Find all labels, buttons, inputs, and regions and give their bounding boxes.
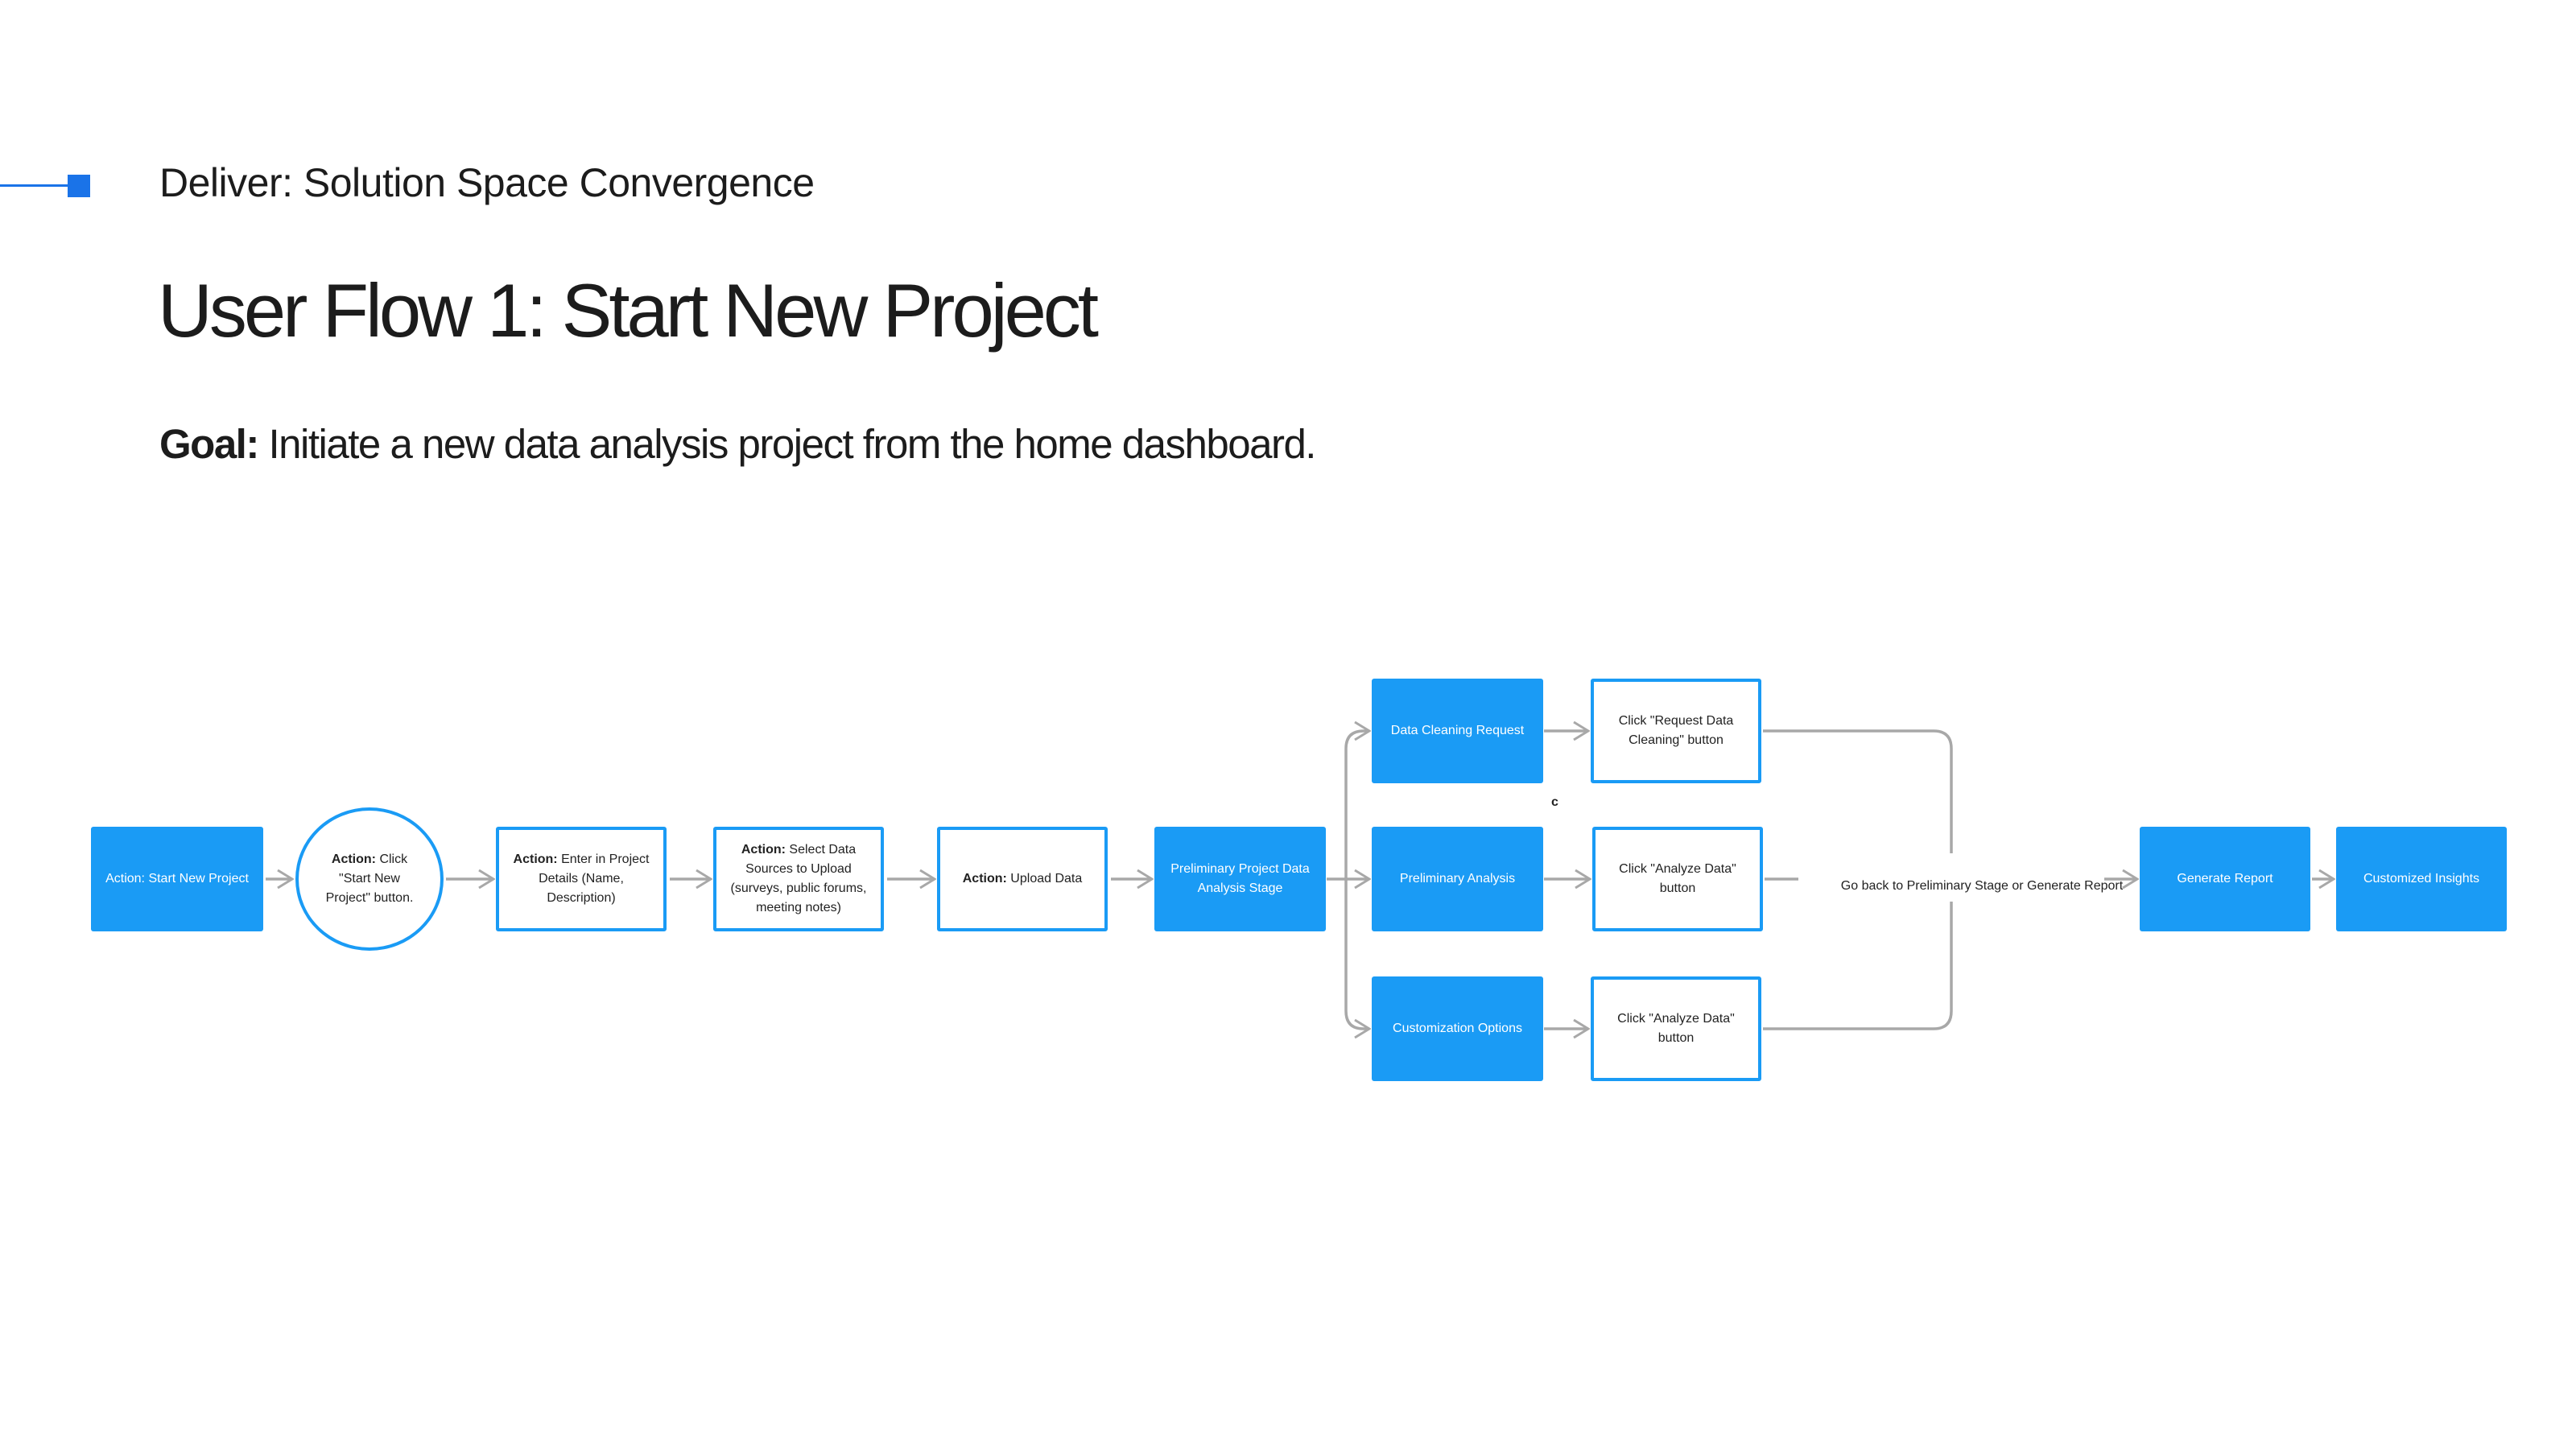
click-analyze-data-label-1: Click "Analyze Data" button	[1619, 862, 1736, 895]
customization-options-label: Customization Options	[1393, 1022, 1522, 1035]
click-request-cleaning-label: Click "Request Data Cleaning" button	[1618, 714, 1734, 747]
start-new-project-node: Action: Start New Project	[91, 827, 263, 931]
click-start-button-text: Click "Start New Project" button.	[325, 852, 414, 905]
click-analyze-data-node-1: Click "Analyze Data" button	[1592, 827, 1763, 931]
preliminary-analysis-label: Preliminary Analysis	[1399, 872, 1516, 886]
customized-insights-label: Customized Insights	[2363, 872, 2480, 886]
data-cleaning-request-node: Data Cleaning Request	[1372, 679, 1543, 783]
preliminary-stage-label: Preliminary Project Data Analysis Stage	[1170, 862, 1310, 895]
start-new-project-label: Action: Start New Project	[105, 872, 249, 886]
stray-mark: c	[1551, 795, 1558, 809]
loop-label: Go back to Preliminary Stage or Generate…	[1840, 879, 2124, 893]
enter-project-details-text: Enter in Project Details (Name, Descript…	[539, 852, 650, 905]
click-start-button-node: Action: Click "Start New Project" button…	[295, 807, 444, 951]
click-analyze-data-node-2: Click "Analyze Data" button	[1591, 976, 1761, 1081]
upload-data-text: Upload Data	[1006, 872, 1083, 886]
generate-report-label: Generate Report	[2177, 872, 2273, 886]
generate-report-node: Generate Report	[2140, 827, 2310, 931]
goal-text: Initiate a new data analysis project fro…	[258, 421, 1317, 467]
accent-square	[68, 175, 90, 197]
select-data-sources-node: Action: Select Data Sources to Upload (s…	[713, 827, 884, 931]
upload-data-label: Action: Upload Data	[963, 869, 1083, 889]
section-subtitle: Deliver: Solution Space Convergence	[159, 160, 815, 205]
preliminary-stage-node: Preliminary Project Data Analysis Stage	[1154, 827, 1326, 931]
upload-data-node: Action: Upload Data	[937, 827, 1108, 931]
page-title: User Flow 1: Start New Project	[158, 268, 1099, 353]
enter-project-details-node: Action: Enter in Project Details (Name, …	[496, 827, 667, 931]
preliminary-analysis-node: Preliminary Analysis	[1372, 827, 1543, 931]
connector-branch-to-customization	[1344, 879, 1369, 1029]
enter-project-details-label: Action: Enter in Project Details (Name, …	[510, 850, 652, 908]
connector-customization-merge	[1763, 902, 1953, 1030]
upload-data-lead: Action:	[962, 872, 1007, 886]
click-start-button-lead: Action:	[331, 852, 376, 866]
accent-line	[0, 184, 69, 187]
select-data-sources-lead: Action:	[741, 843, 786, 857]
customization-options-node: Customization Options	[1372, 976, 1543, 1081]
connector-branch-to-cleaning	[1344, 731, 1369, 879]
click-start-button-label: Action: Click "Start New Project" button…	[316, 850, 423, 908]
goal-statement: Goal: Initiate a new data analysis proje…	[159, 420, 1317, 468]
connector-cleaning-merge	[1763, 729, 1953, 853]
select-data-sources-text: Select Data Sources to Upload (surveys, …	[730, 843, 867, 914]
select-data-sources-label: Action: Select Data Sources to Upload (s…	[724, 840, 873, 918]
click-request-cleaning-node: Click "Request Data Cleaning" button	[1591, 679, 1761, 783]
customized-insights-node: Customized Insights	[2336, 827, 2507, 931]
data-cleaning-request-label: Data Cleaning Request	[1390, 724, 1525, 737]
enter-project-details-lead: Action:	[513, 852, 558, 866]
click-analyze-data-label-2: Click "Analyze Data" button	[1617, 1012, 1735, 1045]
goal-label: Goal:	[159, 421, 259, 467]
